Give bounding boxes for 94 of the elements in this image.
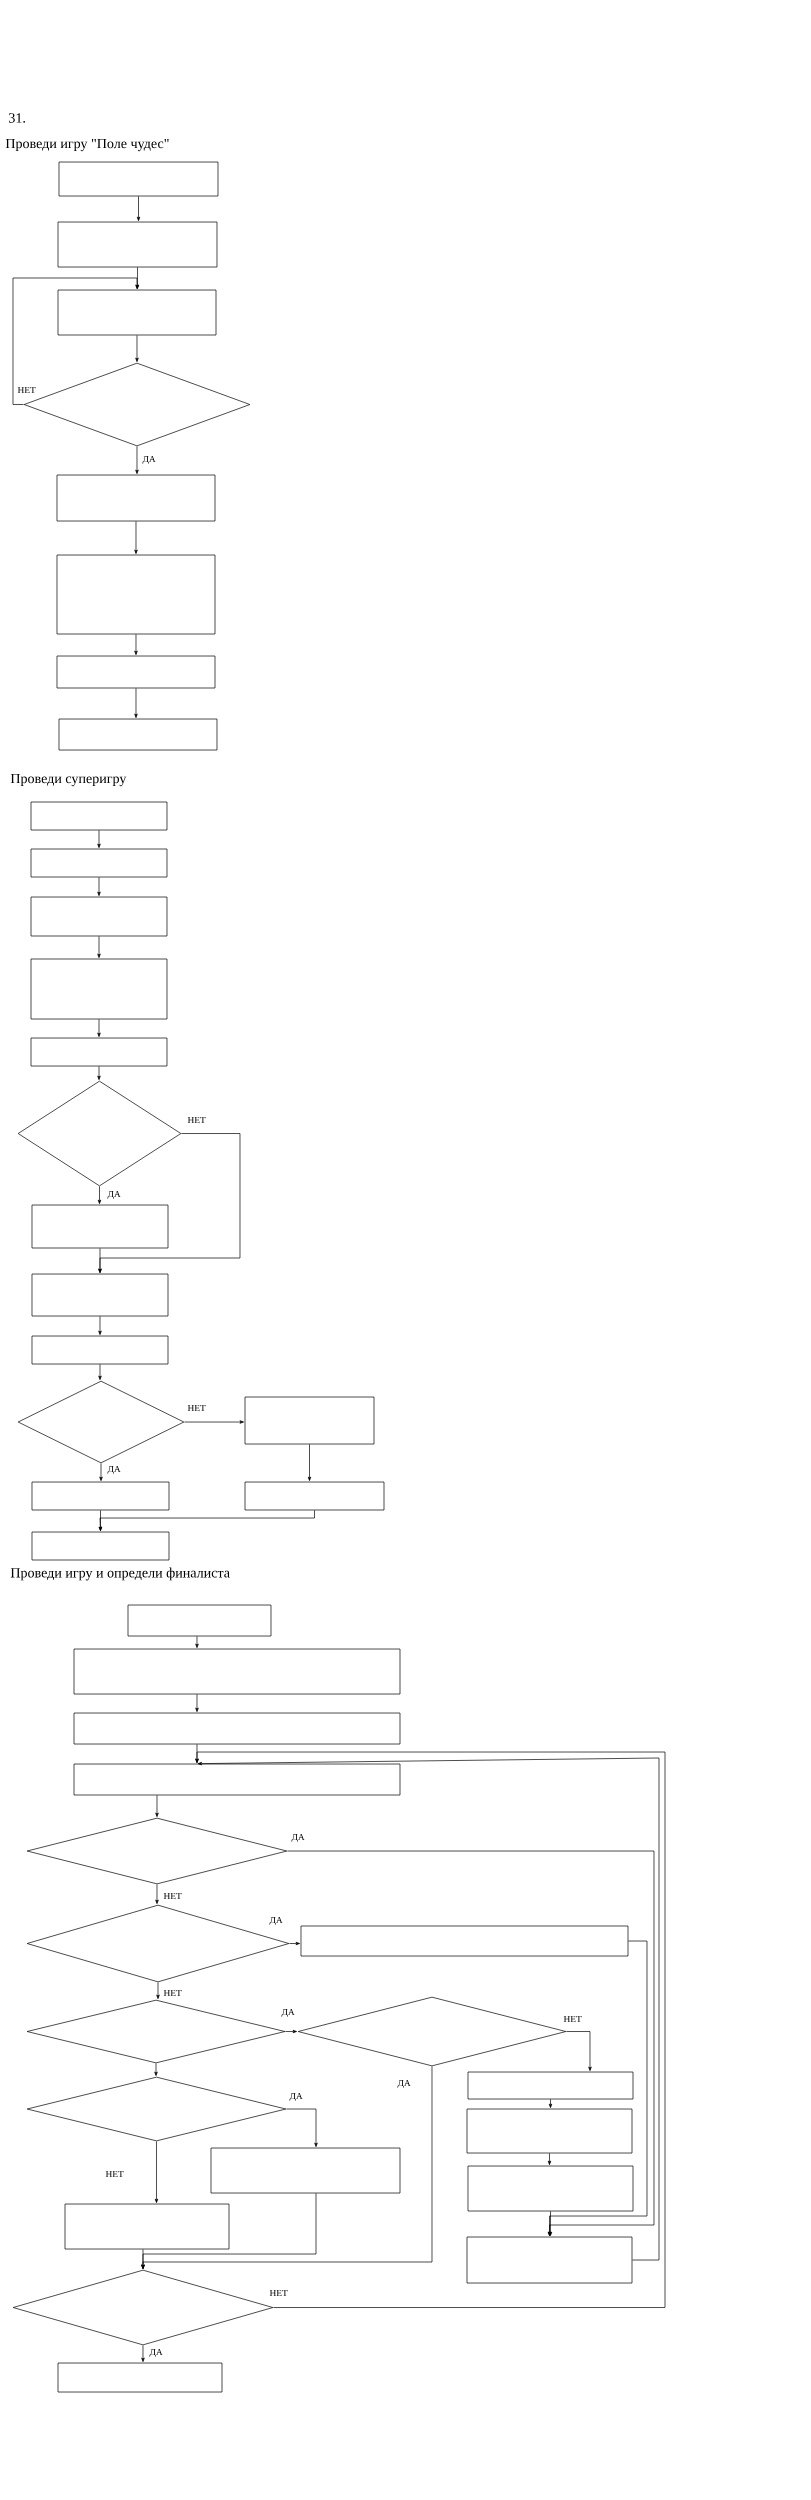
edge-label: ДА <box>106 1464 122 1476</box>
process-box <box>31 1531 170 1561</box>
edge-label: ДА <box>148 2347 164 2359</box>
edge-label: НЕТ <box>16 385 37 395</box>
arrow <box>184 1420 244 1424</box>
arrow <box>134 688 138 718</box>
process-box <box>58 718 218 751</box>
edge-label: НЕТ <box>162 1988 183 1998</box>
section-heading: Проведи игру и определи финалиста <box>10 1567 230 1581</box>
process-box <box>30 801 168 831</box>
edge-label: НЕТ <box>562 2014 583 2024</box>
arrow <box>548 2099 553 2108</box>
edge-label: НЕТ <box>186 1115 207 1125</box>
edge-label: ДА <box>141 454 157 466</box>
process-box <box>244 1481 385 1511</box>
edge-label: НЕТ <box>104 2169 125 2179</box>
arrow <box>97 936 101 958</box>
process-box <box>467 2165 634 2212</box>
process-box <box>31 1273 169 1317</box>
arrow <box>141 2345 145 2362</box>
process-box <box>300 1925 629 1957</box>
decision-diamond <box>17 1080 182 1187</box>
arrow <box>547 1940 648 2236</box>
arrow <box>97 1186 102 1204</box>
section-heading: Проведи суперигру <box>10 773 127 787</box>
arrow <box>289 1941 300 1946</box>
process-box <box>466 2108 633 2154</box>
arrow <box>98 1248 102 1273</box>
process-box <box>64 2203 230 2250</box>
arrow <box>547 2153 552 2165</box>
process-box <box>58 161 219 197</box>
arrow <box>154 2141 159 2203</box>
arrow <box>135 335 139 362</box>
arrow <box>135 446 139 474</box>
arrow <box>98 1510 315 1531</box>
arrow <box>155 1884 159 1904</box>
process-box <box>31 1335 169 1365</box>
decision-diamond <box>26 1904 290 1983</box>
arrow <box>134 634 138 655</box>
decision-diamond <box>17 1380 185 1464</box>
process-box <box>73 1648 401 1695</box>
arrow <box>195 1694 199 1712</box>
process-box <box>73 1763 401 1796</box>
process-box <box>57 221 218 268</box>
process-box <box>73 1712 401 1745</box>
process-box <box>244 1396 375 1445</box>
process-box <box>56 554 216 635</box>
arrow <box>97 1066 101 1080</box>
edge-label: ДА <box>288 2091 304 2103</box>
exercise-number: 31. <box>9 113 25 123</box>
arrow <box>98 1316 102 1335</box>
edge-label: ДА <box>280 2007 296 2019</box>
process-box <box>466 2236 633 2284</box>
process-box <box>31 1204 169 1249</box>
arrow <box>307 1444 312 1481</box>
arrow <box>97 830 101 848</box>
section-heading: Проведи игру "Поле чудес" <box>5 138 169 152</box>
process-box <box>57 289 217 336</box>
process-box <box>30 1037 168 1067</box>
process-box <box>56 655 216 689</box>
arrow <box>134 521 138 554</box>
process-box <box>30 958 168 1020</box>
process-box <box>56 474 216 522</box>
decision-diamond <box>26 1817 288 1885</box>
edge-label: ДА <box>106 1189 122 1201</box>
edge-label: НЕТ <box>186 1403 207 1413</box>
arrow <box>12 277 139 405</box>
arrow <box>548 2211 553 2236</box>
edge-label: ДА <box>268 1915 284 1927</box>
arrow <box>97 1019 101 1037</box>
edge-label: ДА <box>290 1832 306 1844</box>
process-box <box>31 1481 170 1511</box>
process-box <box>30 896 168 937</box>
arrow <box>141 2249 145 2269</box>
arrow <box>286 2108 318 2147</box>
arrow <box>98 1364 102 1380</box>
arrow <box>195 1636 199 1648</box>
arrow <box>285 2029 297 2034</box>
arrow <box>99 1463 103 1481</box>
process-box <box>127 1604 272 1637</box>
edge-label: НЕТ <box>162 1891 183 1901</box>
process-box <box>467 2071 634 2100</box>
arrow <box>155 1795 159 1817</box>
arrow <box>97 877 101 896</box>
process-box <box>57 2362 223 2393</box>
arrow <box>566 2031 592 2071</box>
process-box <box>30 848 168 878</box>
edge-label: НЕТ <box>268 2288 289 2298</box>
arrow <box>136 196 141 221</box>
process-box <box>210 2147 401 2194</box>
edge-label: ДА <box>396 2078 412 2090</box>
arrow <box>156 1982 160 1999</box>
decision-diamond <box>26 2076 287 2142</box>
arrow <box>154 2063 158 2076</box>
